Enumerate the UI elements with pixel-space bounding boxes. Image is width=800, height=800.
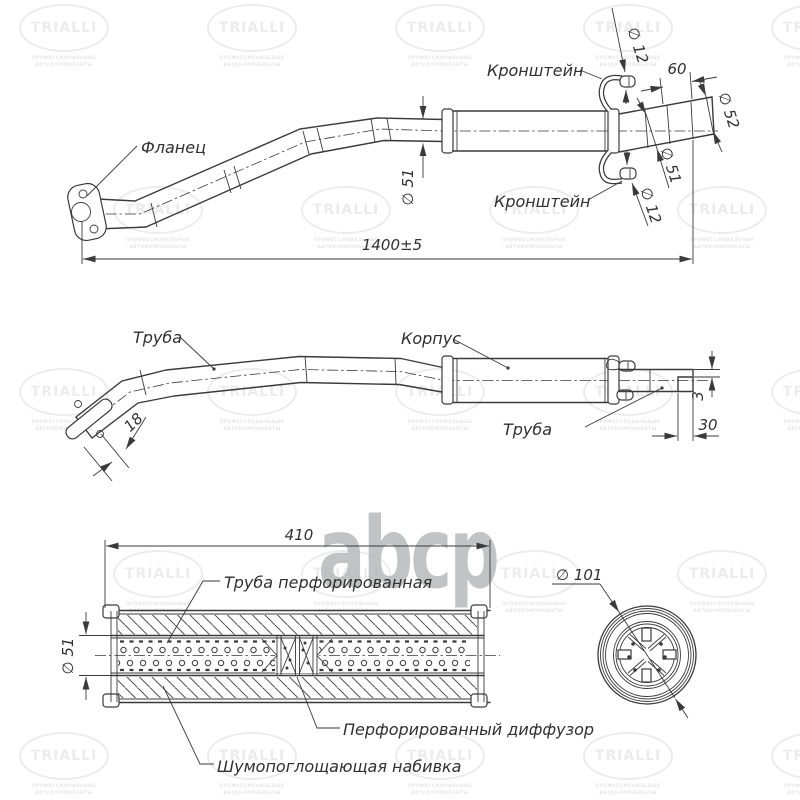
dim-101: ∅ 101 bbox=[552, 566, 689, 719]
dim-tail-dia: ∅ 52 bbox=[697, 79, 743, 153]
pipe-centerline bbox=[86, 128, 718, 215]
label-outlet-pipe: Труба bbox=[503, 420, 552, 439]
resonator-body bbox=[441, 108, 620, 154]
pipe2-seams bbox=[139, 355, 397, 396]
dim-60: 60 bbox=[667, 60, 686, 78]
dim-pin-bottom: ∅ 12 bbox=[623, 150, 665, 227]
diffuser bbox=[261, 636, 333, 675]
stuffing-hatch-bottom bbox=[118, 677, 477, 698]
pipe2-top-edge bbox=[75, 355, 446, 418]
middle-view-labels: Труба Корпус Труба bbox=[133, 328, 664, 439]
dim-section-51-text: ∅ 51 bbox=[59, 638, 77, 675]
label-bracket-bottom: Кронштейн bbox=[494, 192, 590, 211]
middle-view: 18 30 3 Труба bbox=[65, 328, 720, 482]
dim-tail-60: 60 bbox=[640, 60, 718, 105]
bracket-bottom bbox=[598, 149, 637, 185]
dim-outlet-51: ∅ 51 bbox=[656, 145, 685, 186]
resonator-body-side bbox=[441, 355, 620, 405]
label-body: Корпус bbox=[401, 329, 461, 348]
pipe2-bottom-edge bbox=[91, 381, 443, 439]
dim-inlet-dia: ∅ 51 bbox=[399, 96, 427, 206]
dim-outlet-dia: ∅ 51 bbox=[636, 97, 685, 189]
pipe-bottom-edge bbox=[97, 139, 445, 230]
stuffing-hatch-top bbox=[118, 615, 477, 635]
end-view: ∅ 101 bbox=[552, 566, 697, 719]
dim-pin-top-12: ∅ 12 bbox=[623, 25, 652, 66]
label-flange: Фланец bbox=[141, 138, 206, 157]
label-bracket-top: Кронштейн bbox=[487, 61, 583, 80]
bracket-top bbox=[598, 74, 636, 113]
dim-410: 410 bbox=[104, 526, 491, 608]
dim-52: ∅ 52 bbox=[714, 90, 743, 131]
pipe-seams bbox=[150, 118, 392, 228]
pipe-top-edge bbox=[97, 117, 445, 202]
dim-tail-30: 30 bbox=[652, 393, 719, 441]
dim-tail-step: 3 bbox=[689, 351, 720, 401]
label-pipe: Труба bbox=[133, 328, 182, 347]
bracket-pin-bottom bbox=[619, 167, 637, 180]
abcp-watermark: abcp bbox=[318, 497, 500, 611]
dim-101-text: ∅ 101 bbox=[556, 566, 602, 584]
flange-side bbox=[65, 398, 113, 440]
section-labels: Труба перфорированная Перфорированный ди… bbox=[162, 573, 594, 776]
bracket-pins-side bbox=[606, 358, 636, 401]
outlet-pipe bbox=[618, 96, 715, 153]
flange bbox=[67, 182, 107, 242]
label-diffuser: Перфорированный диффузор bbox=[343, 720, 594, 739]
shell bbox=[102, 604, 491, 708]
dim-410-text: 410 bbox=[285, 526, 314, 544]
label-perforated-pipe: Труба перфорированная bbox=[224, 573, 433, 592]
section-view: 410 ∅ 51 Труба перфорированная Перфориро… bbox=[59, 526, 594, 776]
dim-inlet-51: ∅ 51 bbox=[399, 169, 417, 206]
dim-3: 3 bbox=[689, 391, 707, 401]
dim-total-length: 1400±5 bbox=[81, 140, 694, 264]
top-view-labels: Фланец Кронштейн Кронштейн bbox=[86, 61, 623, 211]
top-view: 1400±5 ∅ 51 ∅ 12 ∅ 12 bbox=[67, 7, 743, 264]
dim-section-51: ∅ 51 bbox=[59, 612, 112, 700]
label-stuffing: Шумопоглощающая набивка bbox=[217, 757, 461, 776]
dim-30: 30 bbox=[698, 416, 717, 434]
dim-pin-top: ∅ 12 bbox=[611, 7, 652, 104]
bracket-pin-top bbox=[619, 75, 636, 88]
diffuser-face bbox=[617, 627, 677, 683]
dim-1400: 1400±5 bbox=[362, 236, 422, 254]
